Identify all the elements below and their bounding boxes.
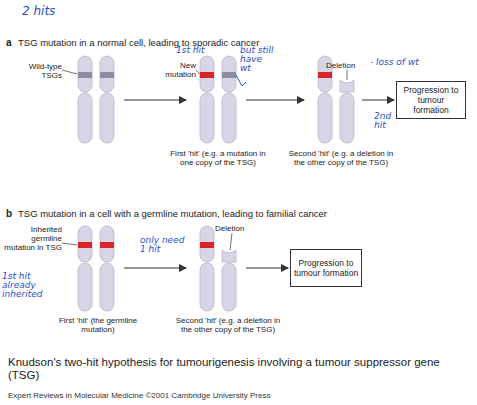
chromosome-arm xyxy=(318,93,332,143)
chromosome-arm xyxy=(100,226,114,262)
chromosome-arm xyxy=(200,263,214,311)
leader-line xyxy=(62,243,77,245)
credit-line: Expert Reviews in Molecular Medicine ©20… xyxy=(8,391,468,400)
part-label: Deletion xyxy=(326,61,370,70)
handwritten-note: 2nd hit xyxy=(374,112,398,130)
gene-band xyxy=(78,72,92,78)
mutation-band xyxy=(318,72,332,78)
step-caption: First 'hit' (e.g. a mutation in one copy… xyxy=(170,149,266,167)
deleted-arm xyxy=(340,80,354,92)
chromosome-pair xyxy=(78,56,114,143)
mutation-band xyxy=(200,242,214,248)
outcome-box: Progression to tumour formation xyxy=(396,81,466,119)
chromosome-arm xyxy=(78,226,92,262)
chromosome-pair xyxy=(78,226,114,311)
arrow xyxy=(362,100,394,101)
chromosome-arm xyxy=(78,263,92,311)
hand-pointer xyxy=(236,75,246,86)
panel-heading: TSG mutation in a cell with a germline m… xyxy=(18,208,398,219)
chromosome-arm xyxy=(100,263,114,311)
handwritten-note: only need 1 hit xyxy=(140,236,188,254)
part-label: Deletion xyxy=(215,224,259,233)
box-text: Progression to tumour formation xyxy=(293,258,359,278)
chromosome-arm xyxy=(100,56,114,92)
arrow xyxy=(124,100,186,101)
arrow xyxy=(246,268,288,269)
handwritten-note: - loss of wt xyxy=(370,58,450,67)
chromosome-arm xyxy=(78,56,92,92)
chromosome-arm xyxy=(200,93,214,143)
chromosome-pair xyxy=(200,56,236,143)
part-label: New mutation xyxy=(150,61,196,79)
chromosome-arm xyxy=(78,93,92,143)
handwritten-note: but still have wt xyxy=(240,46,274,73)
chromosome-arm xyxy=(222,56,236,92)
gene-band xyxy=(100,72,114,78)
panel-letter: b xyxy=(6,208,18,219)
leader-line xyxy=(196,70,200,74)
deleted-arm xyxy=(222,250,236,262)
chromosome-pair xyxy=(200,226,236,311)
chromosome-arm xyxy=(222,263,236,311)
part-label: Wild-type TSGs xyxy=(14,62,62,80)
handwritten-note: 1st hit xyxy=(176,46,216,55)
mutation-band xyxy=(100,242,114,248)
figure-caption: Knudson's two-hit hypothesis for tumouri… xyxy=(8,356,448,382)
chromosome-arm xyxy=(100,93,114,143)
arrow xyxy=(246,100,304,101)
step-caption: Second 'hit' (e.g. a deletion in the oth… xyxy=(174,316,282,334)
box-text: Progression to tumour formation xyxy=(399,85,463,115)
step-caption: First 'hit' (the germline mutation) xyxy=(55,316,141,334)
gene-band xyxy=(222,72,236,78)
chromosome-arm xyxy=(200,56,214,92)
arrow xyxy=(124,268,186,269)
leader-line xyxy=(230,233,232,250)
leader-line xyxy=(347,70,348,80)
outcome-box: Progression to tumour formation xyxy=(290,249,362,287)
step-caption: Second 'hit' (e.g. a deletion in the oth… xyxy=(288,149,394,167)
handwritten-note: 2 hits xyxy=(22,4,82,18)
part-label: Inherited germline mutation in TSG xyxy=(2,225,62,252)
chromosome-arm xyxy=(200,226,214,262)
chromosome-arm xyxy=(340,93,354,143)
mutation-band xyxy=(200,72,214,78)
leader-line xyxy=(62,70,77,74)
mutation-band xyxy=(78,242,92,248)
panel-letter: a xyxy=(6,37,18,48)
handwritten-note: 1st hit already inherited xyxy=(2,272,62,299)
chromosome-arm xyxy=(222,93,236,143)
